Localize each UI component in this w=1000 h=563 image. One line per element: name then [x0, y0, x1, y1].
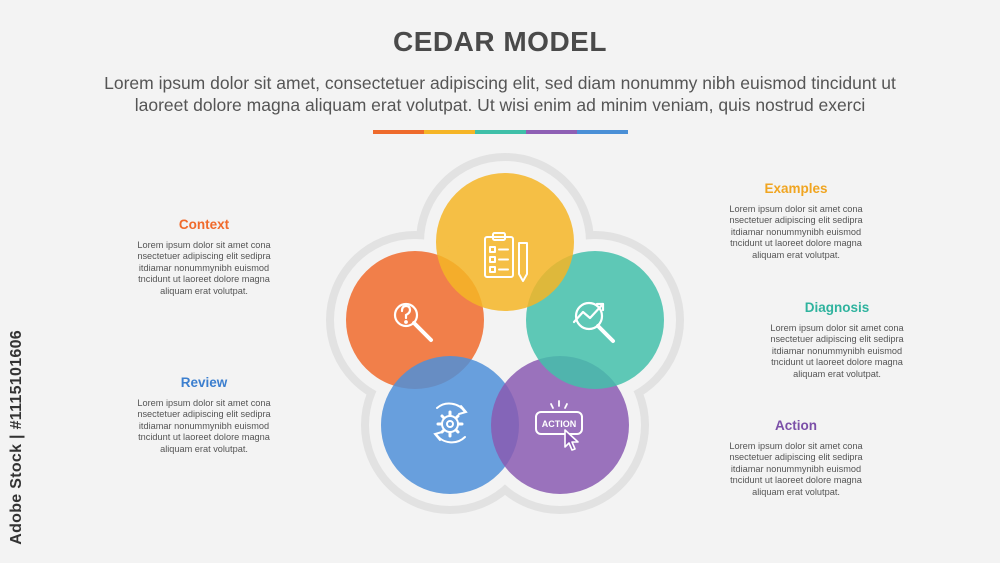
description-line: tncidunt ut laoreet dolore magna: [730, 475, 862, 486]
magnifier-handle: [596, 324, 615, 343]
check-box: [489, 246, 496, 253]
description-line: Lorem ipsum dolor sit amet cona: [729, 441, 863, 451]
circle-diagnosis: [526, 251, 664, 389]
diagnosis-description: Lorem ipsum dolor sit amet cona nsectetu…: [757, 323, 917, 380]
context-description: Lorem ipsum dolor sit amet cona nsectetu…: [124, 240, 284, 297]
magnifier-lens: [393, 302, 419, 328]
divider-segment: [577, 130, 628, 134]
click-rays: [550, 400, 568, 409]
description-line: tncidunt ut laoreet dolore magna: [138, 274, 270, 285]
diagnosis-title: Diagnosis: [804, 300, 870, 315]
check-box: [489, 256, 496, 263]
clipboard-clip: [492, 232, 506, 241]
action-button-cursor-icon: ACTION: [535, 400, 583, 451]
description-line: Lorem ipsum dolor sit amet cona: [137, 398, 271, 408]
clipboard-board: [484, 236, 514, 278]
magnifier-handle: [412, 321, 433, 342]
question-mark: [400, 304, 412, 320]
description-line: aliquam erat volutpat.: [160, 443, 248, 454]
description-line: tncidunt ut laoreet dolore magna: [138, 432, 270, 443]
description-line: nsectetuer adipiscing elit sedipra: [137, 251, 271, 262]
divider-segment: [424, 130, 475, 134]
page-title: CEDAR MODEL: [393, 26, 607, 57]
description-line: nsectetuer adipiscing elit sedipra: [729, 452, 863, 463]
description-line: itdiamar nonummynibh euismod: [730, 463, 862, 474]
description-line: aliquam erat volutpat.: [160, 285, 248, 296]
page-subtitle: Lorem ipsum dolor sit amet, consectetuer…: [60, 72, 940, 116]
description-line: itdiamar nonummynibh euismod: [138, 420, 270, 431]
chart-magnifier-icon: [572, 301, 615, 343]
question-dot: [404, 320, 408, 324]
circle-action: [491, 356, 629, 494]
description-line: nsectetuer adipiscing elit sedipra: [729, 215, 863, 226]
gear-teeth: [436, 410, 464, 438]
review-title: Review: [180, 375, 228, 390]
cursor: [564, 429, 579, 451]
divider-segment: [475, 130, 526, 134]
description-line: nsectetuer adipiscing elit sedipra: [770, 334, 904, 345]
review-block: Review Lorem ipsum dolor sit amet cona n…: [124, 375, 284, 455]
gear-cycle-icon: [433, 402, 468, 444]
context-block: Context Lorem ipsum dolor sit amet cona …: [124, 217, 284, 297]
watermark: Adobe Stock | #1115101606: [8, 330, 25, 545]
gear-hub: [446, 420, 454, 428]
review-description: Lorem ipsum dolor sit amet cona nsectetu…: [124, 398, 284, 455]
magnifier-lens: [574, 301, 604, 331]
divider-segment: [526, 130, 577, 134]
action-block: Action Lorem ipsum dolor sit amet cona n…: [716, 418, 876, 498]
action-description: Lorem ipsum dolor sit amet cona nsectetu…: [716, 441, 876, 498]
examples-block: Examples Lorem ipsum dolor sit amet cona…: [716, 181, 876, 261]
description-line: Lorem ipsum dolor sit amet cona: [770, 323, 904, 333]
circle-review: [381, 356, 519, 494]
chart-arrow: [595, 302, 605, 312]
description-line: aliquam erat volutpat.: [752, 486, 840, 497]
subtitle-line: Lorem ipsum dolor sit amet, consectetuer…: [104, 73, 896, 93]
description-line: itdiamar nonummynibh euismod: [138, 262, 270, 273]
pencil: [518, 242, 528, 282]
action-button-shape: [535, 411, 583, 435]
description-line: Lorem ipsum dolor sit amet cona: [137, 240, 271, 250]
description-line: aliquam erat volutpat.: [752, 249, 840, 260]
check-box: [489, 266, 496, 273]
title-divider: [373, 130, 628, 134]
chart-line: [572, 302, 605, 324]
description-line: itdiamar nonummynibh euismod: [730, 226, 862, 237]
circle-examples: [436, 173, 574, 311]
action-button-text: ACTION: [542, 419, 577, 429]
description-line: aliquam erat volutpat.: [793, 368, 881, 379]
question-magnifier-icon: [393, 302, 433, 342]
cycle-arrow: [458, 405, 468, 415]
action-title: Action: [775, 418, 817, 433]
examples-title: Examples: [764, 181, 828, 196]
clipboard-checklist-icon: [484, 232, 528, 282]
subtitle-line: laoreet dolore magna aliquam erat volutp…: [134, 95, 866, 115]
examples-description: Lorem ipsum dolor sit amet cona nsectetu…: [716, 204, 876, 261]
divider-segment: [373, 130, 424, 134]
description-line: Lorem ipsum dolor sit amet cona: [729, 204, 863, 214]
description-line: tncidunt ut laoreet dolore magna: [771, 357, 903, 368]
diagnosis-block: Diagnosis Lorem ipsum dolor sit amet con…: [757, 300, 917, 380]
context-title: Context: [178, 217, 230, 232]
description-line: itdiamar nonummynibh euismod: [771, 345, 903, 356]
cycle-arrow: [433, 431, 443, 441]
description-line: tncidunt ut laoreet dolore magna: [730, 238, 862, 249]
description-line: nsectetuer adipiscing elit sedipra: [137, 409, 271, 420]
